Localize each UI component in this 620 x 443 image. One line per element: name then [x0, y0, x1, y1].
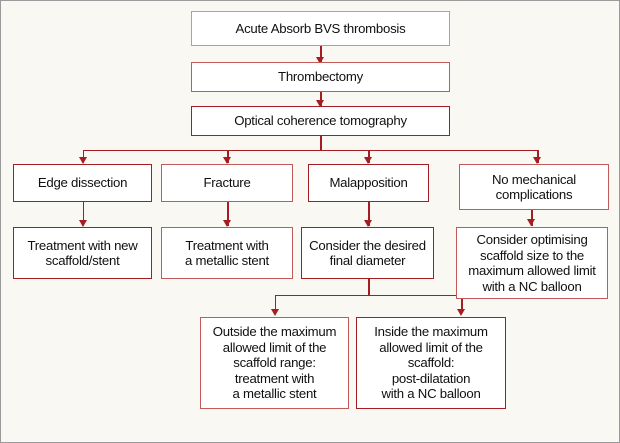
- node-label-line-3: scaffold:: [407, 355, 455, 371]
- node-label-line-1: Treatment with: [185, 237, 269, 253]
- node-label-line-2: a metallic stent: [185, 253, 269, 268]
- arrowhead-n4: [79, 157, 87, 164]
- node-label-line-5: with a NC balloon: [381, 386, 481, 402]
- connector-to-n12: [274, 295, 277, 311]
- node-thrombectomy: Thrombectomy: [191, 62, 450, 92]
- node-label-line-5: a metallic stent: [232, 386, 317, 402]
- node-no-mechanical-complications: No mechanical complications: [459, 164, 609, 210]
- connector-n5-n9: [227, 202, 229, 226]
- connector-distribution-bar: [83, 149, 538, 152]
- node-label-line-1: Outside the maximum: [212, 324, 337, 340]
- connector-to-n7: [537, 150, 539, 163]
- node-label-line-1: Consider the desired: [309, 237, 426, 253]
- connector-to-n6: [368, 150, 370, 163]
- node-label: Edge dissection: [37, 175, 128, 191]
- arrowhead-n13: [457, 309, 466, 316]
- node-outside-maximum-allowed-limit: Outside the maximum allowed limit of the…: [200, 317, 349, 409]
- node-label-line-1: Consider optimising: [476, 232, 588, 247]
- node-label-line-4: post-dilatation: [391, 370, 471, 386]
- connector-n2-n3: [320, 90, 322, 107]
- node-treatment-with-new-scaffold-stent: Treatment with new scaffold/stent: [13, 227, 152, 279]
- node-label-line-4: treatment with: [234, 370, 315, 386]
- connector-n6-n10: [368, 202, 370, 226]
- node-inside-maximum-allowed-limit: Inside the maximum allowed limit of the …: [356, 317, 506, 409]
- node-label-line-2: scaffold size to the: [480, 247, 584, 263]
- node-label-line-1: No mechanical: [492, 171, 576, 187]
- arrowhead-n3: [316, 100, 325, 107]
- arrowhead-n2: [316, 57, 325, 64]
- node-consider-desired-final-diameter: Consider the desired final diameter: [301, 227, 434, 279]
- node-label: Thrombectomy: [278, 69, 363, 85]
- node-malapposition: Malapposition: [308, 164, 429, 202]
- node-label-line-2: complications: [495, 187, 573, 202]
- node-label-line-3: scaffold range:: [233, 355, 316, 371]
- connector-n10-stem: [368, 279, 370, 296]
- node-label-line-2: allowed limit of the: [222, 339, 327, 355]
- connector-split-bar: [275, 294, 462, 297]
- arrowhead-n8: [79, 220, 87, 227]
- node-treatment-with-metallic-stent: Treatment with a metallic stent: [161, 227, 293, 279]
- node-label-line-1: Treatment with new: [27, 237, 138, 253]
- connector-n7-n11: [531, 210, 533, 226]
- node-label: Fracture: [203, 175, 251, 191]
- node-edge-dissection: Edge dissection: [13, 164, 152, 202]
- node-optical-coherence-tomography: Optical coherence tomography: [191, 106, 450, 136]
- arrowhead-n12: [271, 309, 279, 316]
- connector-to-n4: [82, 150, 85, 163]
- arrowhead-n10: [364, 220, 373, 227]
- node-label-line-2: allowed limit of the: [379, 339, 483, 355]
- node-label: Malapposition: [329, 175, 408, 191]
- node-label-line-2: final diameter: [329, 253, 406, 268]
- node-acute-absorb-bvs-thrombosis: Acute Absorb BVS thrombosis: [191, 11, 450, 46]
- node-fracture: Fracture: [161, 164, 293, 202]
- connector-to-n5: [227, 150, 229, 163]
- arrowhead-n6: [364, 157, 373, 164]
- arrowhead-n11: [527, 219, 536, 226]
- arrowhead-n9: [223, 220, 232, 227]
- node-label-line-4: with a NC balloon: [482, 278, 582, 294]
- connector-n1-n2: [320, 46, 322, 64]
- node-label-line-3: maximum allowed limit: [468, 263, 596, 278]
- node-consider-optimising-scaffold-size: Consider optimising scaffold size to the…: [456, 227, 608, 299]
- arrowhead-n5: [223, 157, 232, 164]
- connector-to-n13: [461, 295, 463, 311]
- arrowhead-n7: [533, 157, 542, 164]
- connector-n4-n8: [82, 202, 85, 226]
- node-label: Acute Absorb BVS thrombosis: [235, 20, 406, 36]
- connector-n3-stem: [320, 134, 322, 151]
- node-label: Optical coherence tomography: [234, 113, 407, 129]
- node-label-line-1: Inside the maximum: [374, 324, 488, 340]
- node-label-line-2: scaffold/stent: [45, 253, 120, 268]
